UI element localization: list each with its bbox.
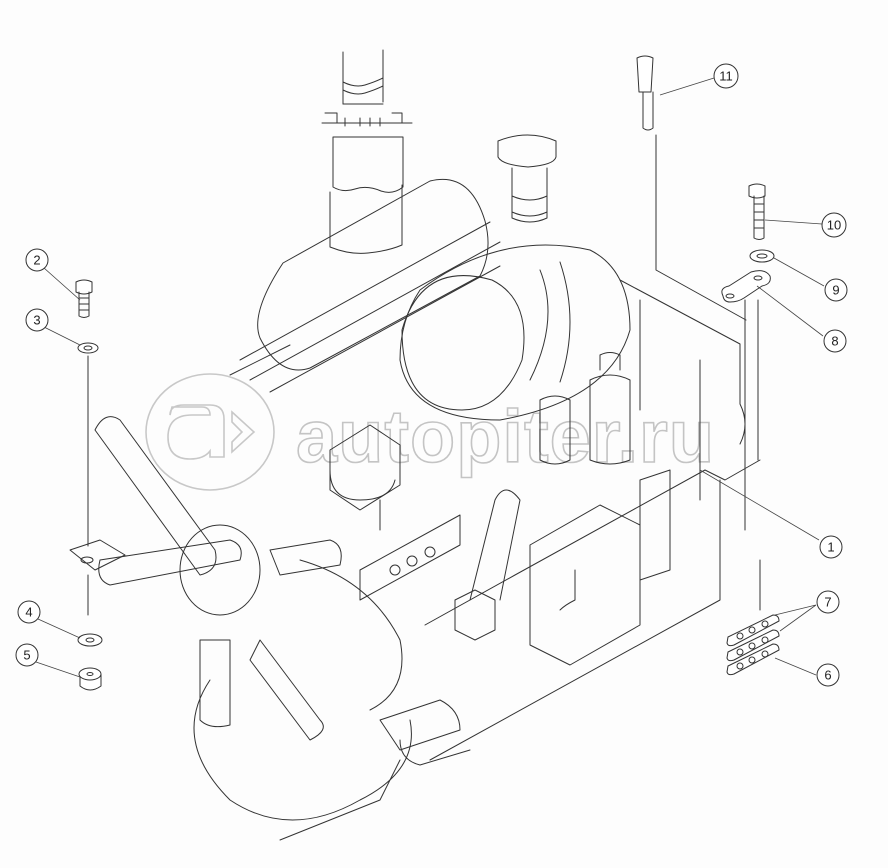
svg-text:10: 10 [827, 218, 841, 233]
cooling-fan [94, 416, 471, 821]
callout-2[interactable]: 2 [25, 248, 49, 272]
callout-1[interactable]: 1 [819, 535, 843, 559]
watermark-text: autopiter.ru [296, 395, 715, 478]
engine-block [279, 279, 761, 841]
callout-5[interactable]: 5 [15, 643, 39, 667]
callout-7[interactable]: 7 [816, 590, 840, 614]
callout-6[interactable]: 6 [816, 663, 840, 687]
washer-part-9-icon [749, 249, 775, 263]
svg-text:5: 5 [23, 648, 30, 663]
valve-cover [229, 178, 501, 393]
callout-3[interactable]: 3 [25, 308, 49, 332]
bracket-part-8-icon [721, 270, 771, 303]
intake-pipe [321, 49, 413, 254]
bolt-part-10-icon [748, 183, 766, 240]
washer-part-4-icon [77, 633, 103, 647]
svg-text:4: 4 [25, 605, 32, 620]
leader-lines [35, 77, 825, 678]
pin-part-11-icon [636, 55, 747, 321]
svg-text:6: 6 [824, 668, 831, 683]
callout-10[interactable]: 10 [821, 212, 847, 238]
callout-8[interactable]: 8 [823, 329, 847, 353]
air-cleaner [399, 134, 631, 421]
svg-text:3: 3 [33, 313, 40, 328]
watermark-logo-icon [145, 373, 275, 491]
svg-text:7: 7 [824, 595, 831, 610]
svg-text:2: 2 [33, 253, 40, 268]
bolt-part-2-icon [75, 279, 93, 318]
rubber-mount-part-5-icon [78, 667, 102, 691]
svg-text:8: 8 [831, 334, 838, 349]
callout-9[interactable]: 9 [824, 278, 848, 302]
svg-text:1: 1 [827, 540, 834, 555]
washer-part-3-icon [77, 342, 99, 354]
svg-text:11: 11 [719, 69, 733, 84]
shim-part-6-icon [726, 643, 780, 676]
svg-text:9: 9 [832, 283, 839, 298]
left-mount-bracket [69, 539, 126, 571]
shim-part-7-icon [726, 614, 780, 662]
callout-4[interactable]: 4 [17, 600, 41, 624]
callout-11[interactable]: 11 [713, 63, 739, 89]
